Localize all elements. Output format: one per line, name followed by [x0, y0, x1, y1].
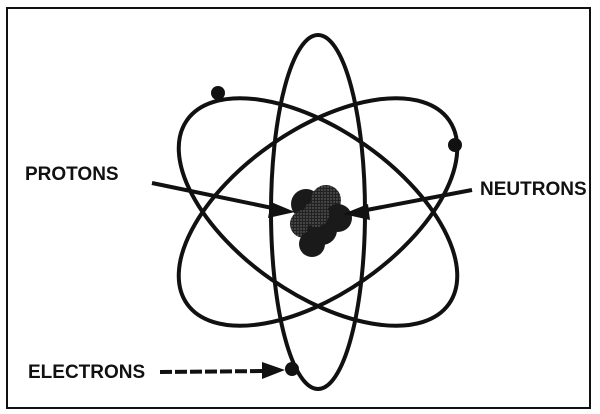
protons-label: PROTONS [25, 164, 119, 185]
electron [211, 86, 225, 100]
nucleus [290, 185, 352, 257]
electrons-arrow [160, 362, 285, 379]
nucleus-particle [299, 231, 325, 257]
electron [285, 362, 299, 376]
nucleus-particle [303, 201, 329, 227]
neutrons-arrow [343, 190, 472, 220]
electron [448, 138, 462, 152]
electrons-label: ELECTRONS [28, 362, 145, 383]
neutrons-label: NEUTRONS [480, 179, 587, 200]
